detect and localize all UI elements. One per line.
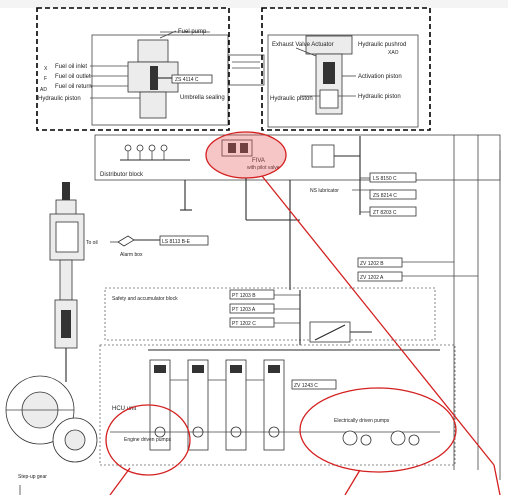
fuel-oil-inlet-label: Fuel oil inlet [55, 64, 87, 70]
hydraulic-pushrod-label: Hydraulic pushrod [358, 42, 406, 48]
engine-drawing: Step-up gear [5, 182, 98, 495]
activation-piston-label: Activation piston [358, 74, 402, 80]
tag-m2: ZV 1202 A [360, 275, 384, 281]
engine-pumps-label: Engine driven pumps [124, 437, 171, 443]
f-label: F [44, 76, 47, 82]
distributor-block-group: Distributor block FIVA with pilot valve … [94, 131, 501, 215]
electric-pumps-label: Electrically driven pumps [334, 418, 390, 424]
hydraulic-piston-right-label: Hydraulic piston [358, 94, 401, 100]
hydraulic-piston-small-label: Hydraulic piston [270, 96, 313, 102]
fuel-oil-return-label: Fuel oil return [55, 84, 92, 90]
step-up-gear-label: Step-up gear [18, 474, 47, 480]
tag-acc1: PT 1203 B [232, 293, 256, 299]
ad-label: AD [40, 87, 47, 93]
tag-r1: LS 8150 C [373, 176, 397, 182]
fiva-highlight [205, 131, 287, 179]
umbrella-label: Umbrella sealing [180, 95, 225, 101]
tag-r2: ZS 8214 C [373, 193, 397, 199]
engine-pumps-highlight [105, 404, 191, 476]
tag-r3: ZT 8203 C [373, 210, 397, 216]
electric-pumps-highlight [299, 387, 457, 473]
tag-alarm: LS 8113 B-E [162, 239, 191, 245]
distributor-block-label: Distributor block [100, 172, 144, 178]
hcu-unit-label: HCU unit [112, 406, 137, 412]
fiva-callout-line [261, 175, 495, 466]
tag-mid: ZV 1243 C [294, 383, 318, 389]
tag-m1: ZV 1202 B [360, 261, 384, 267]
hcu-region: ZV 1243 C HCU unit Engine driven pumps E… [99, 344, 456, 466]
fiva-sub-label: with pilot valve [247, 165, 280, 171]
ns-lubricator-label: NS lubricator [310, 188, 339, 194]
fuel-pump-highlight-box [36, 7, 230, 131]
top-band [0, 0, 508, 8]
exhaust-valve-highlight-box [261, 7, 431, 131]
alarm-box-group: LS 8113 B-E Alarm box To oil [86, 235, 209, 258]
x-label: X [44, 66, 48, 72]
hydraulic-pushrod-code: XAO [388, 50, 399, 56]
mid-connector-box [227, 54, 265, 86]
fiva-label: FIVA [252, 158, 265, 164]
fuel-pump-label: Fuel pump [178, 29, 207, 35]
tag-acc2: PT 1203 A [232, 307, 256, 313]
hydraulic-piston-left-label: Hydraulic piston [38, 96, 81, 102]
safety-block-group: Safety and accumulator block PT 1203 B P… [104, 287, 436, 345]
tag-left: ZS 4114 C [175, 77, 199, 83]
safety-block-label: Safety and accumulator block [112, 296, 178, 302]
fuel-pump-group: Fuel pump ZS 4114 C X F AD Fuel oil inle… [38, 29, 229, 126]
alarm-box-label: Alarm box [120, 252, 143, 258]
exhaust-valve-group: Exhaust Valve Actuator Hydraulic pushrod… [267, 34, 419, 128]
exhaust-valve-actuator-label: Exhaust Valve Actuator [272, 42, 334, 48]
right-tags: LS 8150 C ZS 8214 C ZT 8203 C [360, 172, 417, 217]
fuel-oil-outlet-label: Fuel oil outlet [55, 74, 91, 80]
to-oil-label: To oil [86, 240, 98, 246]
tag-acc3: PT 1202 C [232, 321, 256, 327]
